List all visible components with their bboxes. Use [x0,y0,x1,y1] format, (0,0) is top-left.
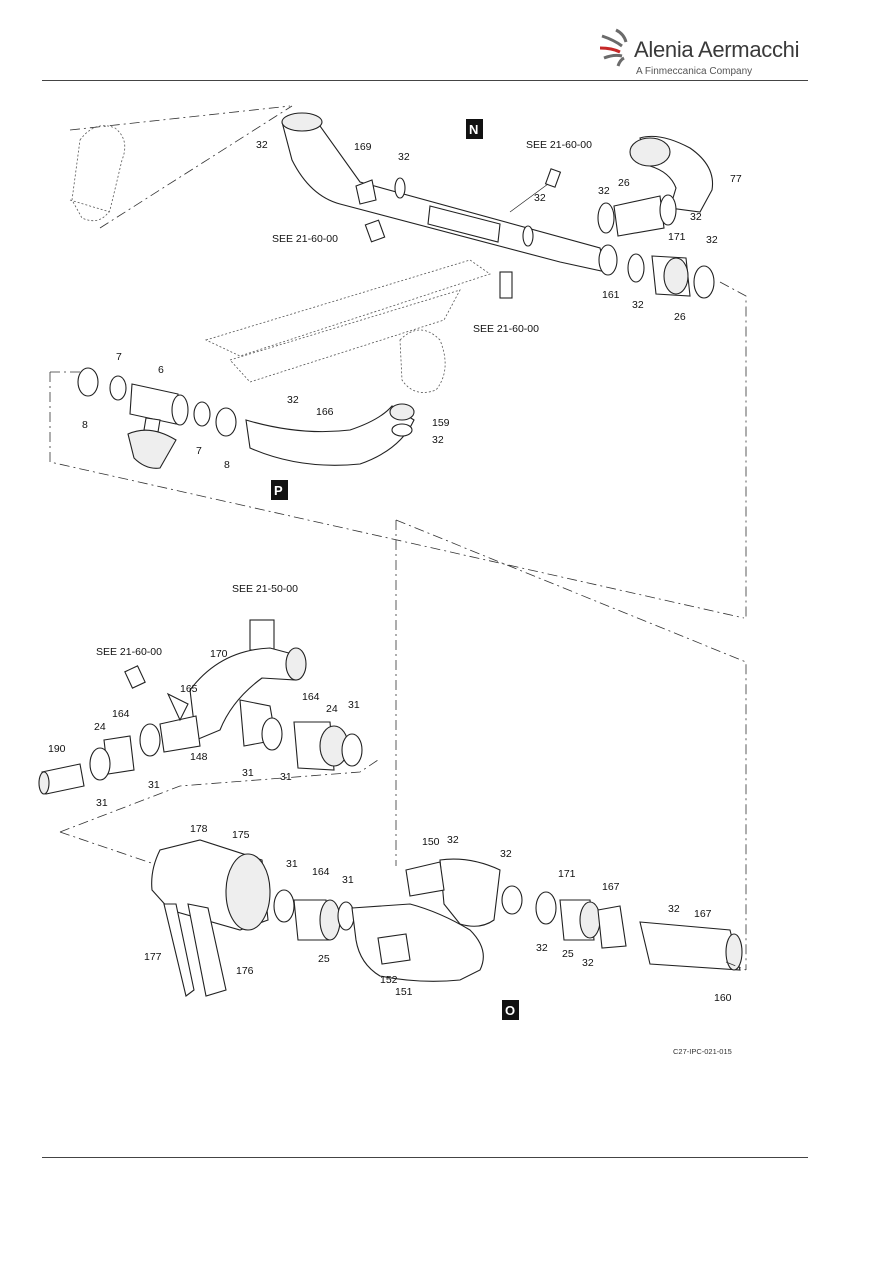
view-p-label: P [274,483,283,498]
callout: 32 [582,957,594,969]
callout: 31 [148,779,160,791]
view-o-assembly [59,831,747,997]
callout: 7 [196,445,202,457]
callout: 32 [668,903,680,915]
callout: 152 [380,974,398,986]
callout: 24 [326,703,338,715]
callout: 164 [312,866,330,878]
callout: 150 [422,836,440,848]
ref-label-n-left: SEE 21-60-00 [272,233,338,245]
callout: 25 [562,948,574,960]
brand-subtitle: A Finmeccanica Company [636,66,753,77]
callout: 159 [432,417,450,429]
callout: 167 [694,908,712,920]
ref-label-mid-top: SEE 21-50-00 [232,583,298,595]
callout: 32 [256,139,268,151]
callout: 8 [82,419,88,431]
callout: 31 [96,797,108,809]
view-p-assembly [49,367,745,619]
callout: 165 [180,683,198,695]
callout: 32 [398,151,410,163]
alenia-aermacchi-logo [599,28,628,67]
ref-label-n-top: SEE 21-60-00 [526,139,592,151]
callout: 32 [706,234,718,246]
callout: 32 [536,942,548,954]
callout: 32 [598,185,610,197]
callout: 24 [94,721,106,733]
callout: 170 [210,648,228,660]
callout: 164 [302,691,320,703]
callout: 31 [286,858,298,870]
view-n-assembly [69,105,715,393]
callout: 190 [48,743,66,755]
callout: 6 [158,364,164,376]
view-middle-assembly [38,619,379,833]
view-p-box [271,480,288,500]
callout: 166 [316,406,334,418]
callout: 77 [730,173,742,185]
callout: 31 [242,767,254,779]
ref-label-mid-left: SEE 21-60-00 [96,646,162,658]
view-n-box [466,119,483,139]
view-o-box [502,1000,519,1020]
callout: 160 [714,992,732,1004]
callout: 164 [112,708,130,720]
callout: 151 [395,986,413,998]
callout: 177 [144,951,162,963]
callout: 169 [354,141,372,153]
callout: 31 [348,699,360,711]
callout: 31 [280,771,292,783]
callout: 161 [602,289,620,301]
callout: 32 [632,299,644,311]
callout: 171 [558,868,576,880]
callout: 148 [190,751,208,763]
ref-label-n-bottom: SEE 21-60-00 [473,323,539,335]
callout: 171 [668,231,686,243]
footer-rule [42,1157,808,1158]
callout: 32 [690,211,702,223]
callout: 26 [618,177,630,189]
callout: 26 [674,311,686,323]
callout: 175 [232,829,250,841]
callout: 8 [224,459,230,471]
callout: 176 [236,965,254,977]
brand-name: Alenia Aermacchi [634,37,800,62]
callout: 178 [190,823,208,835]
callout: 32 [534,192,546,204]
callout: 167 [602,881,620,893]
callout: 32 [432,434,444,446]
figure-id: C27-IPC-021-015 [673,1047,732,1056]
view-o-label: O [505,1003,515,1018]
callout: 32 [500,848,512,860]
header-rule [42,80,808,81]
callout: 7 [116,351,122,363]
callout: 32 [447,834,459,846]
view-n-label: N [469,122,478,137]
callout: 31 [342,874,354,886]
callout: 25 [318,953,330,965]
callout: 32 [287,394,299,406]
